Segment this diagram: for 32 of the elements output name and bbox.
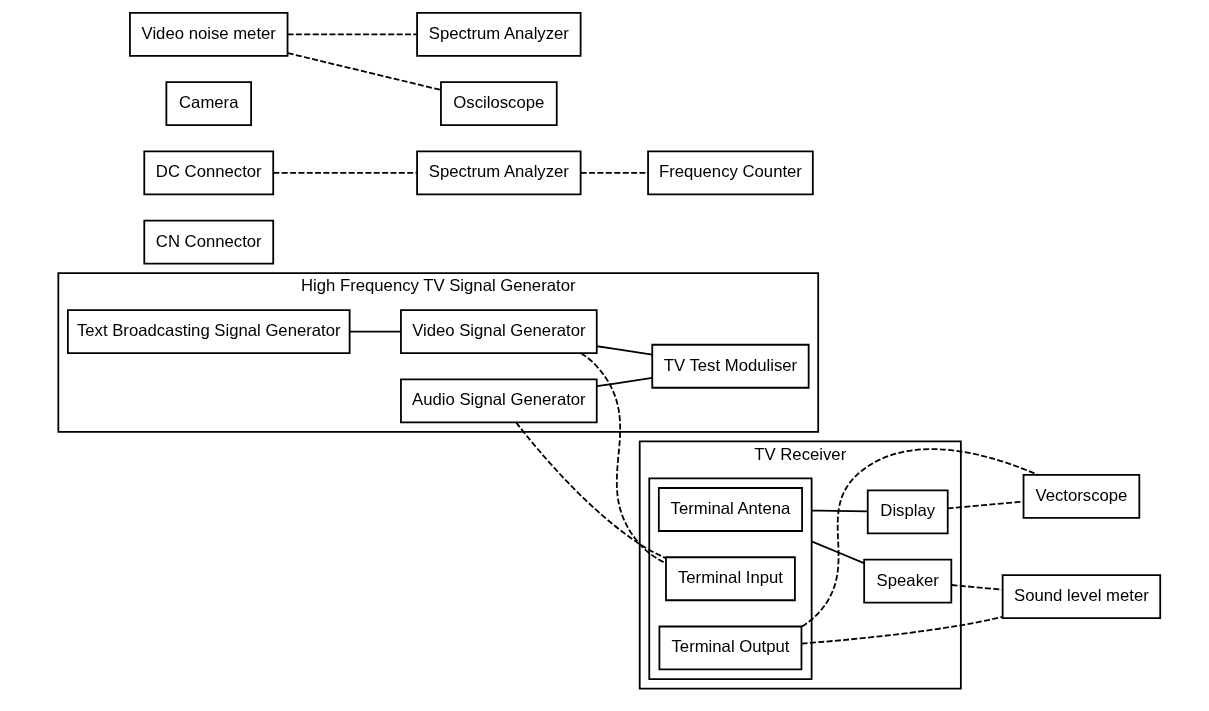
connector <box>810 540 865 564</box>
node-box: Terminal Antena <box>657 487 803 532</box>
node-box: Vectorscope <box>1022 474 1141 519</box>
connector <box>349 330 402 333</box>
node-box: Display <box>866 489 949 535</box>
node-box: Audio Signal Generator <box>400 378 598 424</box>
node-box: TV Test Moduliser <box>651 343 810 389</box>
connector <box>272 171 418 174</box>
node-box: DC Connector <box>143 150 275 196</box>
node-box: Spectrum Analyzer <box>416 11 582 57</box>
node-box: Osciloscope <box>440 81 558 126</box>
node-box: Terminal Output <box>658 625 803 671</box>
node-box: CN Connector <box>143 219 275 265</box>
connector <box>800 616 1004 645</box>
node-box: Frequency Counter <box>647 150 814 196</box>
connector <box>580 352 667 564</box>
node-box: Video noise meter <box>129 11 289 57</box>
node-box: Terminal Input <box>665 556 796 602</box>
connector <box>810 509 869 513</box>
node-box: Sound level meter <box>1001 574 1162 620</box>
connector <box>286 52 442 91</box>
connector <box>596 377 654 388</box>
node-box: Camera <box>165 81 253 126</box>
cluster <box>648 477 813 680</box>
connector <box>800 448 1039 628</box>
connector <box>596 345 654 356</box>
connector <box>286 33 418 36</box>
node-box: Video Signal Generator <box>400 309 598 354</box>
node-box: Text Broadcasting Signal Generator <box>67 309 351 354</box>
node-box: Spectrum Analyzer <box>416 150 582 196</box>
node-box: Speaker <box>863 558 953 604</box>
connector <box>515 421 667 560</box>
